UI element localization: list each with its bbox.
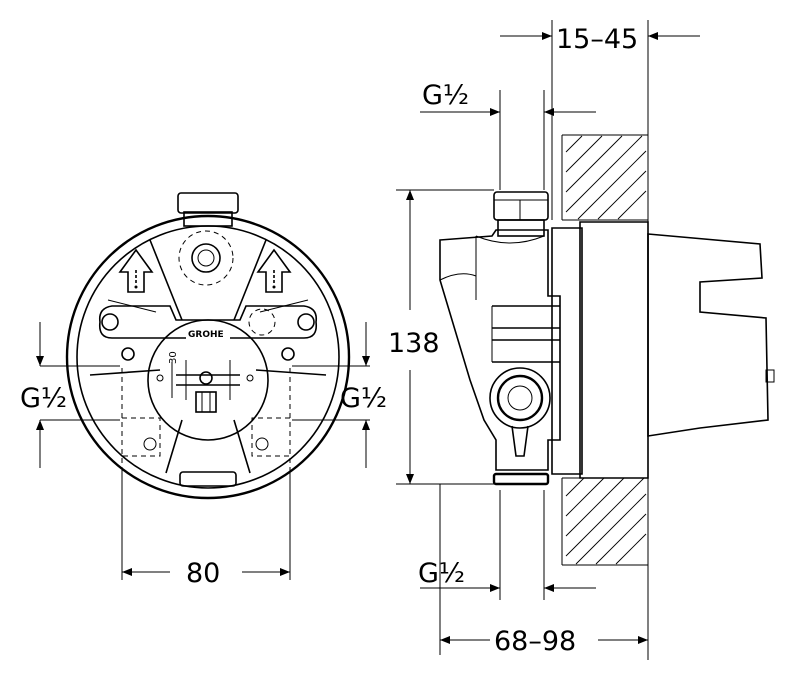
grohe-logo: GROHE bbox=[186, 327, 230, 340]
plaster-guard bbox=[551, 227, 583, 475]
top-connection-label: G½ bbox=[422, 80, 469, 111]
right-port-dashed bbox=[248, 308, 276, 336]
up-arrow-right-icon bbox=[256, 248, 292, 293]
mounting-bar bbox=[98, 305, 318, 339]
valve-body-circle bbox=[147, 319, 269, 441]
depth-range-label: 68–98 bbox=[494, 626, 576, 657]
wall-hatch-upper bbox=[561, 134, 648, 221]
left-connection-label: G½ bbox=[20, 383, 67, 414]
radial-ribs bbox=[89, 239, 327, 474]
height-label: 138 bbox=[388, 328, 440, 359]
body-shading bbox=[475, 235, 545, 244]
protective-cap bbox=[647, 233, 769, 437]
bottom-connection-label: G½ bbox=[418, 558, 465, 589]
svg-text:GROHE: GROHE bbox=[188, 330, 224, 340]
lower-ports-dashed bbox=[121, 368, 291, 470]
right-connection-dim: G½ bbox=[292, 322, 387, 468]
mount-hole-right bbox=[297, 313, 315, 331]
screw-hole-left bbox=[121, 347, 135, 361]
valve-body bbox=[439, 229, 561, 471]
right-connection-label: G½ bbox=[340, 383, 387, 414]
wall-range-dim: 15–45 bbox=[500, 24, 700, 55]
bottom-outlet bbox=[489, 367, 551, 486]
top-pipe-stub bbox=[177, 192, 239, 227]
valve-internals bbox=[156, 360, 254, 413]
bottom-pipe-stub bbox=[179, 471, 237, 487]
screw-hole-right bbox=[281, 347, 295, 361]
depth-range-dim: 68–98 bbox=[439, 484, 648, 657]
top-fitting bbox=[493, 191, 549, 237]
top-inlet bbox=[178, 230, 234, 286]
outer-circle bbox=[65, 214, 351, 500]
side-view: G½ 15–45 138 G½ 68–98 bbox=[388, 20, 775, 660]
up-arrow-left-icon bbox=[118, 248, 154, 293]
left-connection-dim: G½ bbox=[20, 322, 120, 468]
mount-hole-left bbox=[101, 313, 119, 331]
width-label: 80 bbox=[186, 558, 220, 589]
width-dim: 80 bbox=[121, 470, 291, 589]
offset-label-30: 30 bbox=[168, 351, 179, 364]
front-view: 30 GROHE G½ G½ bbox=[20, 192, 387, 589]
cap-pin bbox=[765, 369, 775, 383]
bottom-connection-dim: G½ bbox=[418, 490, 596, 600]
top-connection-dim: G½ bbox=[420, 80, 596, 116]
inner-circle bbox=[76, 225, 340, 489]
trim-plate bbox=[579, 221, 649, 479]
wall-hatch-lower bbox=[561, 477, 648, 566]
height-dim: 138 bbox=[388, 189, 494, 485]
wall-range-label: 15–45 bbox=[556, 24, 638, 55]
